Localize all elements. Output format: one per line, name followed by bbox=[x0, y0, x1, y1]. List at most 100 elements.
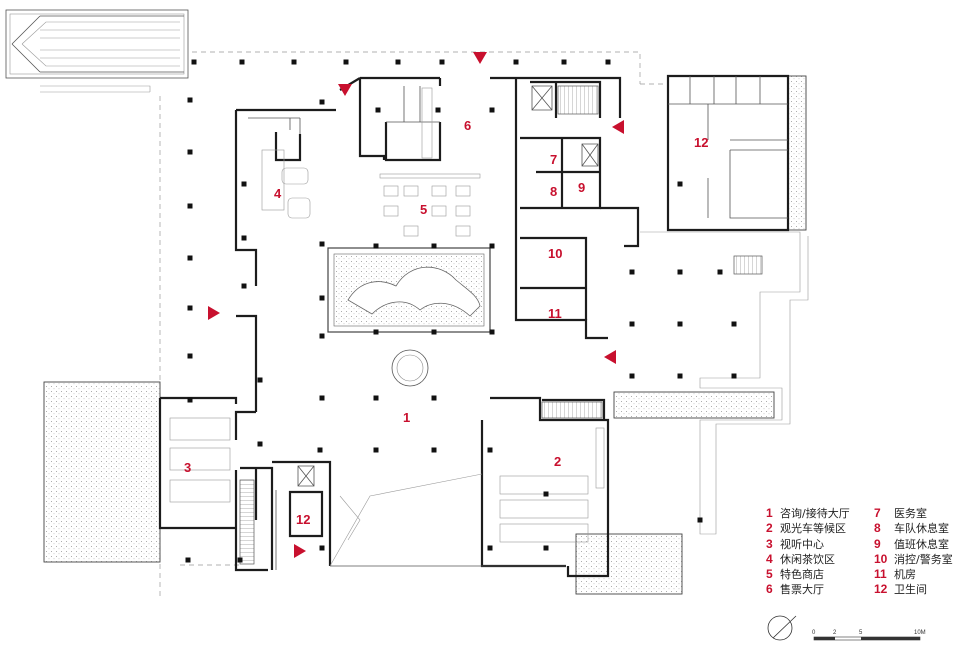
room-number: 1 bbox=[403, 410, 410, 425]
legend-label: 机房 bbox=[894, 568, 916, 582]
structural-column bbox=[373, 243, 379, 249]
structural-column bbox=[319, 99, 325, 105]
structural-column bbox=[487, 545, 493, 551]
structural-column bbox=[241, 235, 247, 241]
structural-column bbox=[439, 59, 445, 65]
structural-column bbox=[373, 395, 379, 401]
room-number: 12 bbox=[296, 512, 310, 527]
structural-column bbox=[487, 447, 493, 453]
legend-number: 9 bbox=[874, 536, 881, 551]
structural-column bbox=[677, 269, 683, 275]
structural-column bbox=[187, 203, 193, 209]
legend-item: 7 医务室 bbox=[874, 506, 953, 521]
structural-column bbox=[343, 59, 349, 65]
structural-column bbox=[319, 395, 325, 401]
legend-label: 值班休息室 bbox=[894, 537, 949, 551]
structural-column bbox=[187, 97, 193, 103]
structural-column bbox=[191, 59, 197, 65]
legend-number: 11 bbox=[874, 567, 887, 582]
terrace-left bbox=[43, 381, 161, 563]
legend-number: 2 bbox=[766, 521, 773, 536]
structural-column bbox=[395, 59, 401, 65]
room-number: 9 bbox=[578, 180, 585, 195]
legend-number: 3 bbox=[766, 536, 773, 551]
legend-number: 7 bbox=[874, 506, 881, 520]
structural-column bbox=[629, 321, 635, 327]
structural-column bbox=[717, 269, 723, 275]
structural-column bbox=[489, 107, 495, 113]
structural-column bbox=[489, 329, 495, 335]
main-walls bbox=[158, 76, 640, 578]
structural-column bbox=[241, 283, 247, 289]
structural-column bbox=[731, 321, 737, 327]
structural-column bbox=[605, 59, 611, 65]
outdoor-path bbox=[329, 473, 483, 567]
room-number: 6 bbox=[464, 118, 471, 133]
legend-item: 5 特色商店 bbox=[766, 567, 850, 582]
structural-column bbox=[431, 395, 437, 401]
structural-column bbox=[373, 447, 379, 453]
structural-column bbox=[543, 491, 549, 497]
room-number: 4 bbox=[274, 186, 282, 201]
scale-tick: 10M bbox=[914, 630, 926, 636]
structural-column bbox=[629, 373, 635, 379]
entrance-arrows bbox=[208, 52, 624, 558]
structural-column bbox=[677, 321, 683, 327]
legend-number: 12 bbox=[874, 582, 888, 597]
room-number: 8 bbox=[550, 184, 557, 199]
partitions bbox=[240, 74, 790, 570]
structural-column bbox=[375, 107, 381, 113]
structural-column bbox=[187, 353, 193, 359]
structural-column bbox=[187, 255, 193, 261]
room-number: 7 bbox=[550, 152, 557, 167]
site-edge-right bbox=[640, 231, 809, 535]
legend-label: 医务室 bbox=[894, 507, 927, 520]
legend-number: 5 bbox=[766, 567, 773, 582]
scale-bar: 0 2 5 10M bbox=[812, 630, 926, 641]
roof-outline bbox=[5, 9, 189, 93]
legend-number: 8 bbox=[874, 521, 881, 536]
structural-column bbox=[291, 59, 297, 65]
structural-column bbox=[697, 517, 703, 523]
room-labels: 1 2 3 4 5 6 7 8 9 10 11 12 12 bbox=[184, 118, 708, 527]
columns bbox=[185, 59, 737, 563]
legend-number: 6 bbox=[766, 582, 773, 597]
structural-column bbox=[241, 181, 247, 187]
legend-label: 特色商店 bbox=[780, 568, 824, 582]
structural-column bbox=[513, 59, 519, 65]
legend-item: 11 机房 bbox=[874, 567, 953, 582]
structural-column bbox=[317, 447, 323, 453]
structural-column bbox=[257, 441, 263, 447]
structural-column bbox=[187, 149, 193, 155]
legend-label: 卫生间 bbox=[894, 583, 927, 597]
room-number: 12 bbox=[694, 135, 708, 150]
structural-column bbox=[185, 557, 191, 563]
terrace-right bbox=[575, 75, 807, 595]
legend-item: 12 卫生间 bbox=[874, 582, 953, 597]
structural-column bbox=[373, 329, 379, 335]
structural-column bbox=[187, 397, 193, 403]
structural-column bbox=[239, 59, 245, 65]
entrance-arrow-icon bbox=[294, 544, 306, 558]
structural-column bbox=[431, 243, 437, 249]
scale-tick: 5 bbox=[859, 630, 863, 636]
legend-item: 2 观光车等候区 bbox=[766, 521, 850, 536]
structural-column bbox=[257, 377, 263, 383]
structural-column bbox=[319, 241, 325, 247]
legend-label: 视听中心 bbox=[780, 537, 824, 551]
legend-number: 10 bbox=[874, 551, 888, 566]
canopy-outline bbox=[159, 51, 668, 600]
legend-label: 观光车等候区 bbox=[780, 522, 846, 536]
legend-number: 4 bbox=[766, 551, 773, 566]
entrance-arrow-icon bbox=[604, 350, 616, 364]
entrance-arrow-icon bbox=[612, 120, 624, 134]
structural-column bbox=[731, 373, 737, 379]
structural-column bbox=[561, 59, 567, 65]
legend-item: 3 视听中心 bbox=[766, 537, 850, 552]
